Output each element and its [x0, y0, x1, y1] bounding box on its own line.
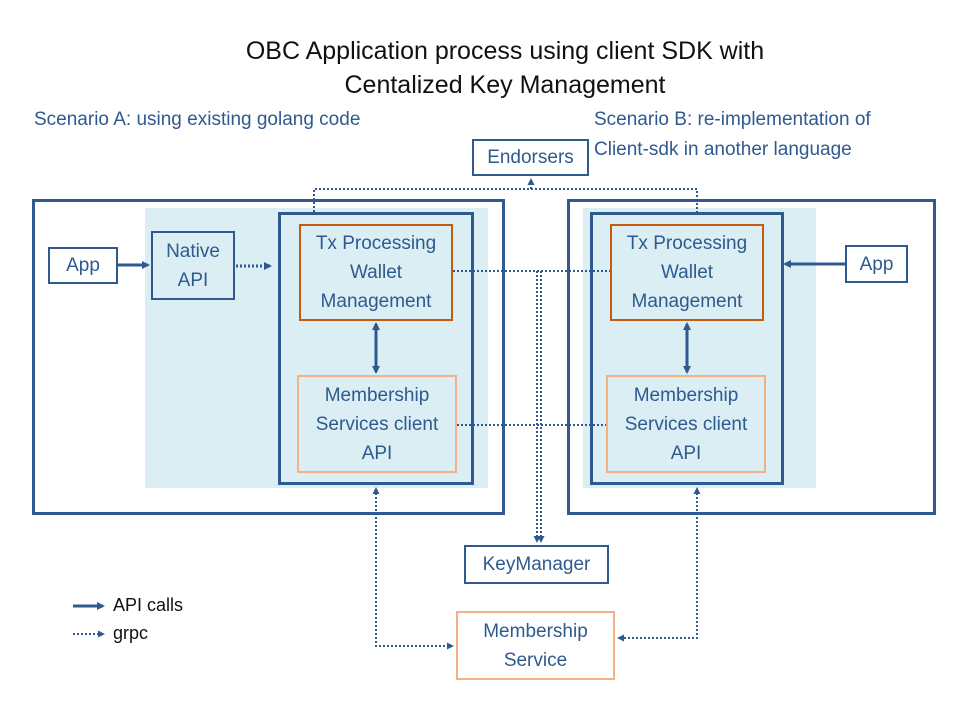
scenario-b-line-2: Client-sdk in another language	[594, 139, 852, 160]
scenario-b-container	[567, 199, 936, 515]
diagram-title: OBC Application process using client SDK…	[0, 34, 960, 102]
membership-service-box: Membership Service	[456, 611, 615, 680]
membership-client-box-right: Membership Services client API	[606, 375, 766, 473]
legend-api-calls-label: API calls	[113, 595, 184, 615]
title-line-2: Centalized Key Management	[344, 71, 666, 99]
scenario-b-label: Scenario B: re-implementation of Client-…	[594, 105, 871, 165]
legend-swatches	[73, 602, 105, 638]
app-box-right: App	[845, 245, 908, 283]
legend-grpc-label: grpc	[113, 623, 149, 643]
title-line-1: OBC Application process using client SDK…	[245, 37, 765, 65]
tx-processing-box-right: Tx Processing Wallet Management	[610, 224, 764, 321]
membership-client-box-left: Membership Services client API	[297, 375, 457, 473]
scenario-a-container	[32, 199, 505, 515]
scenario-b-line-1: Scenario B: re-implementation of	[594, 109, 871, 130]
key-manager-box: KeyManager	[464, 545, 609, 584]
native-api-box: Native API	[151, 231, 235, 300]
scenario-b-client-sdk	[590, 212, 784, 485]
endorsers-box: Endorsers	[472, 139, 589, 176]
tx-processing-box-left: Tx Processing Wallet Management	[299, 224, 453, 321]
scenario-b-sdk-area	[583, 208, 816, 488]
scenario-a-label: Scenario A: using existing golang code	[34, 109, 361, 130]
scenario-a-sdk-area	[145, 208, 488, 488]
app-box-left: App	[48, 247, 118, 284]
scenario-a-client-sdk	[278, 212, 474, 485]
